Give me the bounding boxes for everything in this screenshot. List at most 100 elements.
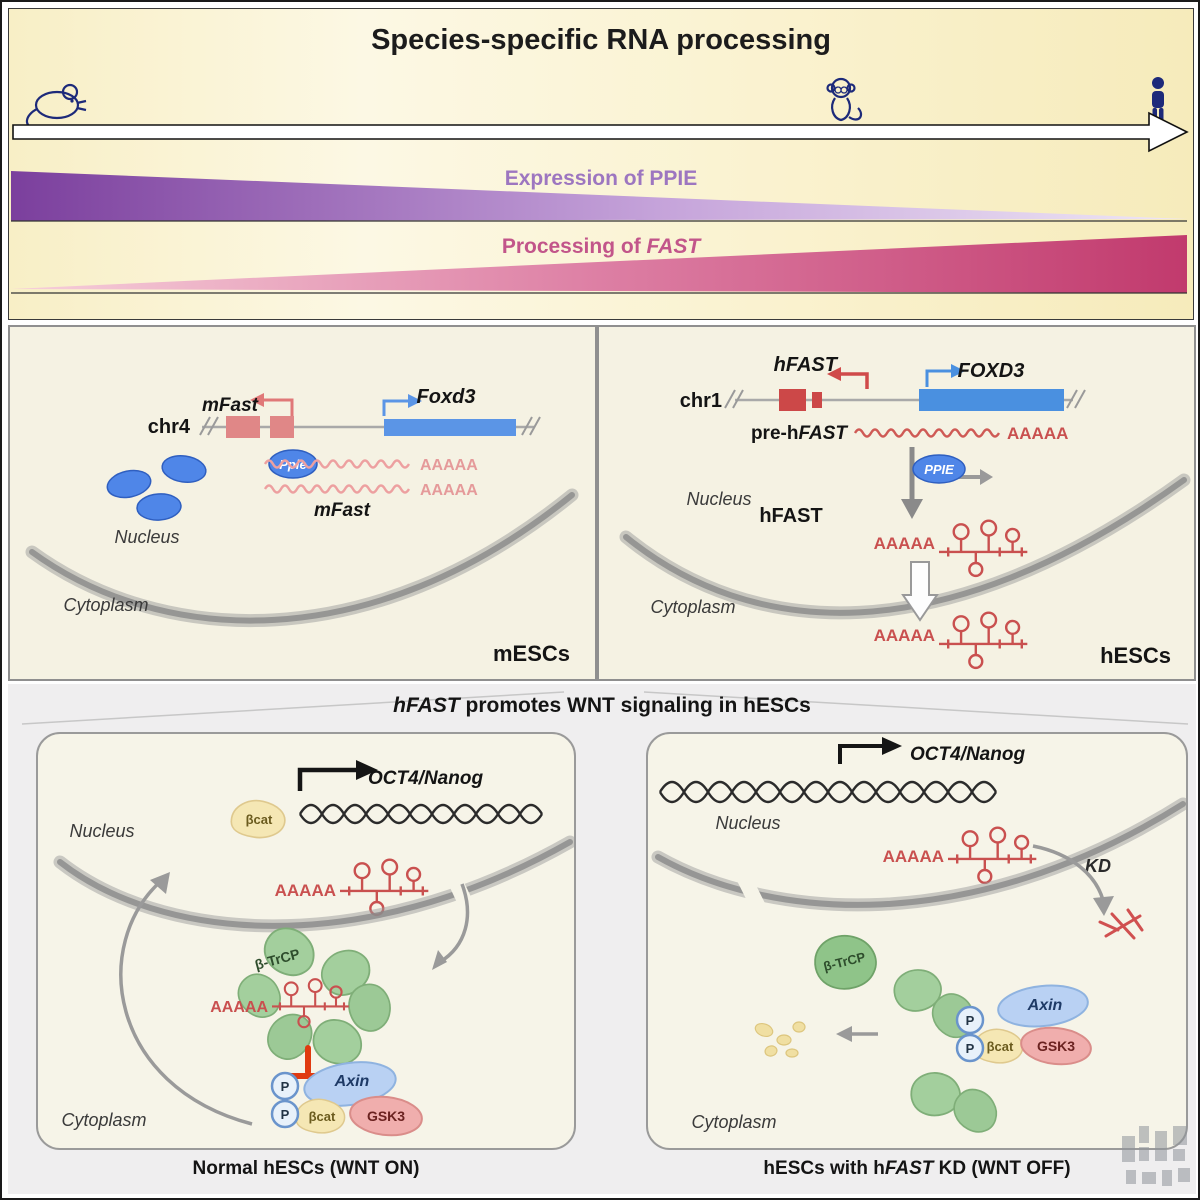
axin-protein — [997, 984, 1089, 1028]
hfast-rna-nucleus: AAAAA — [275, 858, 430, 917]
wnt-section: hFAST promotes WNT signaling in hESCs Nu… — [8, 684, 1196, 1194]
caption-italic: FAST — [884, 1158, 934, 1179]
pre-hfast-transcript: pre-hFAST AAAAA — [751, 423, 1068, 444]
foxd3-gene-body — [919, 389, 1064, 411]
wnt-title-italic: hFAST — [393, 694, 460, 717]
ppie-proteins: Ppie — [106, 449, 318, 521]
wnt-off-graphics: OCT4/Nanog Nucleus AAAAA — [651, 737, 1186, 1141]
ppie-gradient-wedge — [11, 171, 1187, 221]
pre-hfast-label: pre-hFAST — [751, 423, 848, 444]
watermark — [1122, 1126, 1192, 1196]
chromosome-label: chr1 — [680, 390, 722, 412]
chromosome-break-marks — [724, 389, 1086, 409]
nucleus-label: Nucleus — [686, 489, 751, 509]
knockdown-arrow — [1032, 844, 1114, 916]
polya-label: AAAAA — [275, 881, 336, 900]
page-title: Species-specific RNA processing — [371, 24, 831, 56]
gsk3-label: GSK3 — [1037, 1038, 1075, 1054]
mfast-promoter-arrow — [264, 398, 294, 416]
nuclear-envelope — [53, 835, 574, 933]
export-arrow — [901, 561, 939, 622]
bcat-label: βcat — [246, 812, 273, 827]
btrcp-free: β-TrCP — [810, 929, 881, 995]
oct4-promoter: OCT4/Nanog — [838, 737, 1025, 765]
hfast-rna-cytoplasm: AAAAA — [874, 611, 1029, 670]
mfast-transcript-label: mFast — [314, 500, 371, 521]
foxd3-gene-label: Foxd3 — [417, 386, 476, 408]
mfast-exon — [226, 416, 260, 438]
mfast-gene-locus: chr4 mFast Foxd3 — [148, 386, 541, 438]
polya-label: AAAAA — [874, 626, 935, 645]
polya-label: AAAAA — [420, 482, 478, 499]
foxd3-promoter-arrowhead — [951, 364, 965, 378]
foxd3-promoter-arrow — [925, 369, 951, 387]
header-panel: Species-specific RNA processing — [8, 8, 1194, 320]
dna-helix — [658, 780, 998, 804]
mfast-exon — [270, 416, 294, 438]
mesc-panel-label: mESCs — [493, 641, 570, 666]
phospho-circle — [955, 1005, 985, 1035]
phospho-label: P — [281, 1107, 290, 1122]
hfast-transcript-label: hFAST — [759, 505, 822, 527]
mesc-graphics: chr4 mFast Foxd3 Ppie — [25, 386, 579, 666]
polya-label: AAAAA — [1007, 424, 1068, 443]
bcat-translocation-arrow — [119, 872, 253, 1126]
monkey-icon — [826, 77, 863, 122]
phospho-label: P — [281, 1079, 290, 1094]
mfast-transcripts: AAAAA AAAAA mFast — [263, 457, 478, 521]
phospho-circle — [270, 1099, 300, 1129]
dna-helix — [298, 803, 544, 825]
bcat-nuclear: βcat — [230, 799, 286, 839]
foxd3-promoter-arrow — [382, 399, 408, 416]
oct4-nanog-label: OCT4/Nanog — [368, 768, 483, 789]
oct4-promoter-arrowhead — [882, 737, 902, 755]
hfast-rna-nucleus: AAAAA — [874, 519, 1029, 578]
ppie-gradient-label: Expression of PPIE — [505, 167, 698, 190]
destruction-complex: Axin GSK3 βcat P P — [270, 1061, 423, 1137]
gsk3-protein — [1020, 1026, 1092, 1066]
gsk3-label: GSK3 — [367, 1108, 405, 1124]
wnt-off-panel: OCT4/Nanog Nucleus AAAAA — [646, 732, 1188, 1150]
hfast-exon — [779, 389, 806, 411]
hesc-panel-label: hESCs — [1100, 643, 1171, 668]
caption-prefix: hESCs with h — [763, 1158, 885, 1179]
hfast-promoter-arrow — [841, 372, 869, 389]
oct4-promoter: OCT4/Nanog — [297, 760, 483, 791]
nucleus-label: Nucleus — [114, 527, 179, 547]
processing-arrowhead — [901, 499, 923, 519]
phospho-circle — [955, 1033, 985, 1063]
axin-label: Axin — [1027, 997, 1063, 1014]
chromosome-break-marks — [199, 416, 541, 436]
envelope-gap — [734, 866, 766, 914]
btrcp-complex: β-TrCP AAAAA — [210, 920, 398, 1070]
phospho-label: P — [966, 1041, 975, 1056]
phospho-circle — [270, 1071, 300, 1101]
wnt-connectors — [21, 691, 1189, 725]
species-axis-arrow — [12, 111, 1189, 153]
oct4-promoter-arrowhead — [356, 760, 378, 780]
mouse-icon — [25, 83, 87, 130]
branch-arrowhead — [980, 469, 993, 485]
kd-label: KD — [1085, 856, 1111, 876]
hfast-rna-nucleus: AAAAA — [883, 826, 1038, 885]
gsk3-protein — [349, 1095, 423, 1137]
processing-step: PPIE — [901, 447, 993, 519]
ppie-protein-label: PPIE — [924, 462, 954, 477]
hfast-exon — [812, 392, 822, 408]
polya-label: AAAAA — [874, 534, 935, 553]
mfast-gene-label: mFast — [202, 395, 259, 416]
foxd3-promoter-arrowhead — [408, 394, 422, 408]
nuclear-envelope — [619, 473, 1191, 620]
foxd3-gene-body — [384, 419, 516, 436]
wnt-on-caption: Normal hESCs (WNT ON) — [192, 1158, 420, 1179]
fast-gradient-label: Processing of FAST — [502, 235, 703, 258]
header-graphics: Species-specific RNA processing — [11, 24, 1189, 294]
ppie-protein — [912, 454, 966, 484]
hesc-graphics: chr1 hFAST FOXD3 pre-hFAST AAAAA — [619, 354, 1191, 670]
zoom-connector-line — [643, 691, 1189, 725]
cytoplasm-label: Cytoplasm — [691, 1112, 776, 1132]
envelope-gap — [442, 862, 474, 912]
rna-export-arrow — [432, 883, 470, 970]
hfast-promoter-arrowhead — [827, 367, 841, 381]
